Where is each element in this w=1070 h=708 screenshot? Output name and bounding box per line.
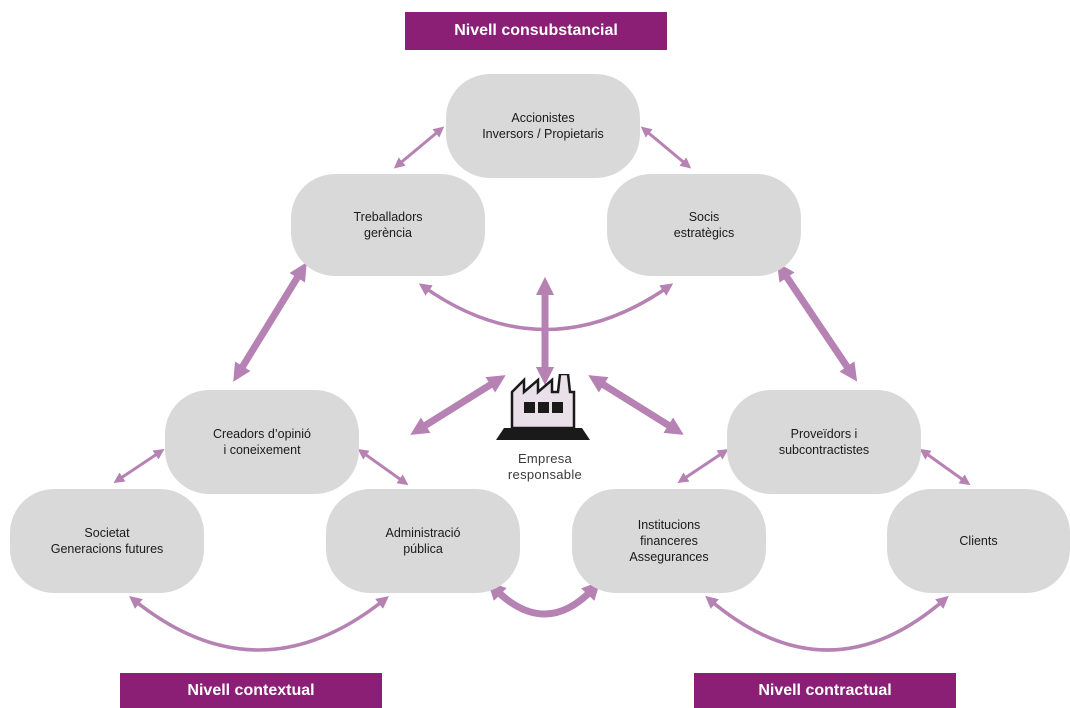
node-clients-line1: Clients [959, 534, 998, 548]
node-socis-line1: Socis [688, 210, 720, 224]
arrow-societat-administracio-curve [129, 596, 389, 652]
level-contractual-banner: Nivell contractual [694, 673, 956, 708]
node-administracio-line2: pública [403, 542, 443, 556]
node-treballadors-line1: Treballadors [353, 210, 423, 224]
node-treballadors: Treballadors gerència [291, 174, 485, 276]
center-label: Empresa responsable [480, 451, 610, 483]
factory-icon [494, 372, 594, 446]
arrow-administracio-institucions-curve [487, 581, 601, 618]
arrow-treballadors-socis-curve [418, 283, 674, 332]
arrow-proveidors-clients [919, 448, 971, 486]
level-contextual-banner: Nivell contextual [120, 673, 382, 708]
center-label-line2: responsable [507, 467, 583, 482]
node-societat-line1: Societat [84, 526, 130, 540]
node-accionistes-line1: Accionistes [511, 111, 575, 125]
arrow-institucions-clients-curve [705, 595, 949, 652]
node-creadors-line1: Creadors d’opinió [213, 427, 311, 441]
node-socis-line2: estratègics [673, 226, 735, 240]
node-proveidors-line2: subcontractistes [778, 443, 870, 457]
arrow-creadors-societat [113, 449, 165, 483]
arrow-empresa-creadors [410, 375, 506, 435]
arrow-accionistes-socis [640, 126, 692, 169]
node-societat: Societat Generacions futures [10, 489, 204, 593]
node-institucions-line3: Assegurances [629, 550, 709, 564]
node-accionistes: Accionistes Inversors / Propietaris [446, 74, 640, 178]
arrow-creadors-administracio [357, 448, 409, 486]
node-institucions-line2: financeres [640, 534, 698, 548]
arrow-proveidors-institucions [677, 449, 729, 483]
node-accionistes-line2: Inversors / Propietaris [482, 127, 604, 141]
node-proveidors-line1: Proveïdors i [790, 427, 858, 441]
node-institucions: Institucions financeres Assegurances [572, 489, 766, 593]
arrow-treballadors-creadors [233, 262, 307, 382]
node-societat-line2: Generacions futures [50, 542, 164, 556]
node-treballadors-line2: gerència [364, 226, 412, 240]
arrow-accionistes-treballadors [393, 126, 445, 169]
node-socis: Socis estratègics [607, 174, 801, 276]
center-label-line1: Empresa [517, 451, 573, 466]
node-creadors-line2: i coneixement [223, 443, 301, 457]
arrow-empresa-proveidors [588, 375, 684, 435]
node-creadors: Creadors d’opinió i coneixement [165, 390, 359, 494]
node-administracio-line1: Administració [385, 526, 461, 540]
arrow-socis-proveidors [776, 262, 858, 382]
node-clients: Clients [887, 489, 1070, 593]
level-consubstancial-banner: Nivell consubstancial [405, 12, 667, 50]
node-institucions-line1: Institucions [637, 518, 701, 532]
node-administracio: Administració pública [326, 489, 520, 593]
node-proveidors: Proveïdors i subcontractistes [727, 390, 921, 494]
